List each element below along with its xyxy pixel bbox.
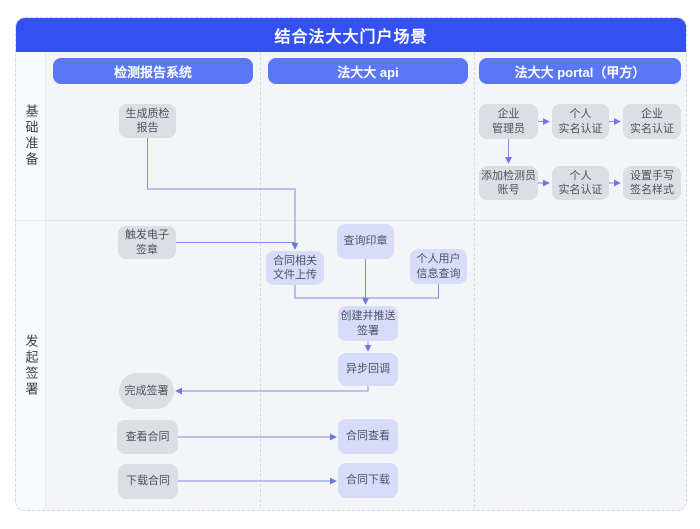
column-header-report-system: 检测报告系统 [53,58,253,84]
node-view-contract: 查看合同 [117,420,178,454]
row-divider [16,220,686,221]
node-download-contract: 下载合同 [118,464,178,499]
node-generate-report: 生成质检 报告 [119,104,176,138]
connector-upload-to-create [294,285,365,299]
node-handwrite-style: 设置手写 签名样式 [623,166,681,200]
node-complete-sign: 完成签署 [119,373,174,409]
node-create-push-sign: 创建并推送 签署 [338,306,398,341]
node-contract-view: 合同查看 [338,419,398,454]
column-divider-1 [260,52,261,510]
row-label-preparation: 基础准备 [23,104,39,168]
diagram-title: 结合法大大门户场景 [274,29,428,46]
row-label-signing: 发起签署 [23,334,39,398]
column-header-fadada-portal: 法大大 portal（甲方） [479,58,681,84]
node-upload-files: 合同相关 文件上传 [266,251,324,285]
diagram-frame: 结合法大大门户场景 基础准备 发起签署 检测报告系统 法大大 api 法大大 p… [15,17,687,511]
row-label-column [16,52,46,510]
node-trigger-esign: 触发电子 签章 [118,226,176,259]
node-personal-auth-1: 个人 实名认证 [552,104,609,139]
node-enterprise-admin: 企业 管理员 [479,104,538,139]
column-divider-2 [474,52,475,510]
column-header-fadada-api: 法大大 api [268,58,468,84]
node-add-inspector: 添加检测员 账号 [479,166,538,200]
diagram-title-banner: 结合法大大门户场景 [16,18,686,52]
node-enterprise-auth: 企业 实名认证 [623,104,681,139]
node-personal-auth-2: 个人 实名认证 [552,166,609,200]
node-query-user-info: 个人用户 信息查询 [410,249,467,284]
connector-callback-to-complete [175,386,369,395]
node-contract-download: 合同下载 [338,463,398,498]
node-query-seal: 查询印章 [337,224,394,259]
connector-userinfo-to-create [366,284,439,299]
node-async-callback: 异步回调 [338,353,398,386]
